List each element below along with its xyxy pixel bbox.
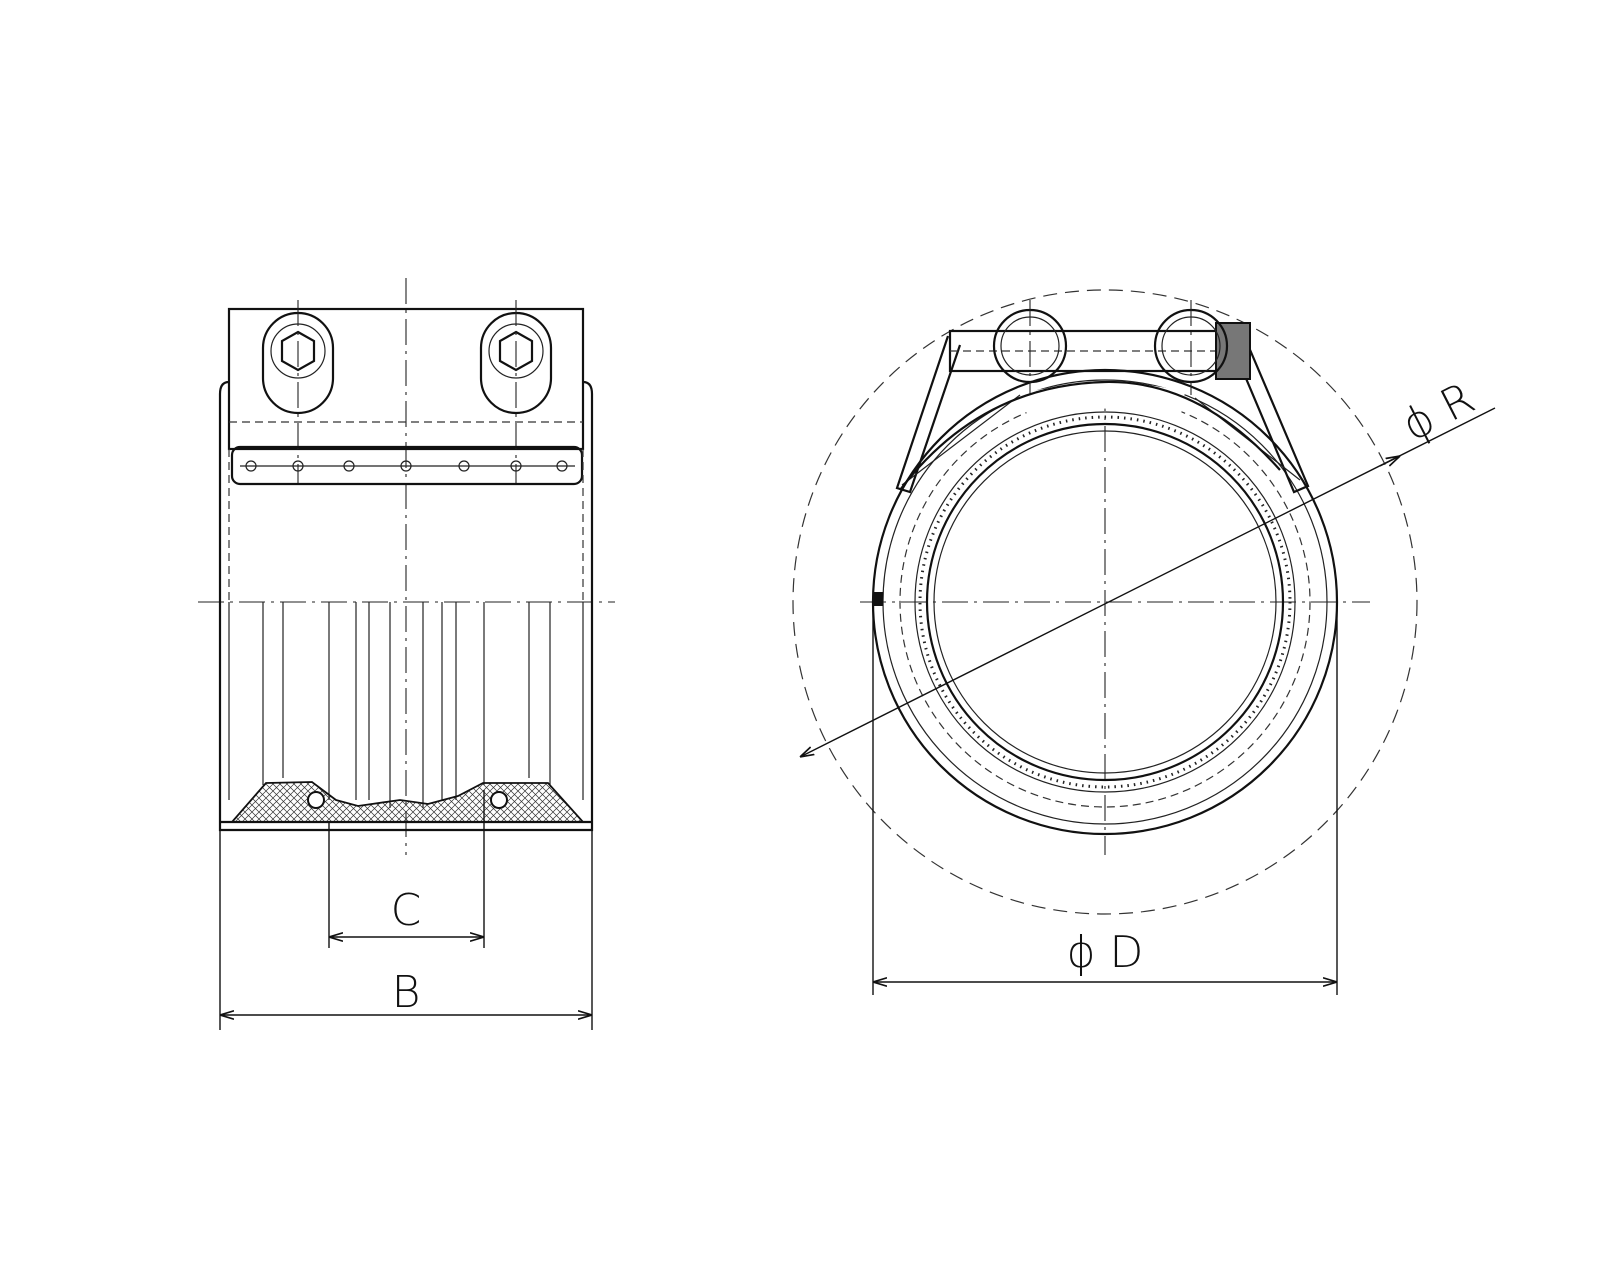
dimension-b: B [219, 830, 593, 1030]
housing-outline [218, 380, 594, 832]
label-r: ϕ R [1394, 373, 1483, 452]
grip-teeth-ring [918, 415, 1292, 789]
grip-ribs [262, 602, 551, 808]
seal-section [230, 781, 586, 823]
side-view: C B [198, 278, 615, 1030]
label-c: C [391, 885, 422, 936]
bolt-bar [948, 322, 1251, 380]
strap-holes [245, 460, 568, 472]
seal-pin-right [490, 791, 508, 809]
label-d: ϕ D [1067, 927, 1144, 978]
seal-gap-marker [874, 592, 883, 606]
label-b: B [392, 967, 421, 1018]
bolt-left [261, 300, 335, 485]
dimension-c: C [328, 790, 485, 948]
outer-reference-circle [792, 289, 1418, 915]
end-view: ϕ R ϕ D [792, 289, 1496, 995]
top-bolt-block [227, 307, 585, 451]
perforated-strap [230, 445, 584, 486]
seal-pin-left [307, 791, 325, 809]
dimension-r: ϕ R [800, 373, 1496, 757]
bolt-right [479, 300, 553, 485]
bolt-head [1215, 322, 1251, 380]
housing-top-arc [899, 380, 1281, 491]
pipe-bore [925, 422, 1285, 782]
dimension-d: ϕ D [872, 602, 1338, 995]
